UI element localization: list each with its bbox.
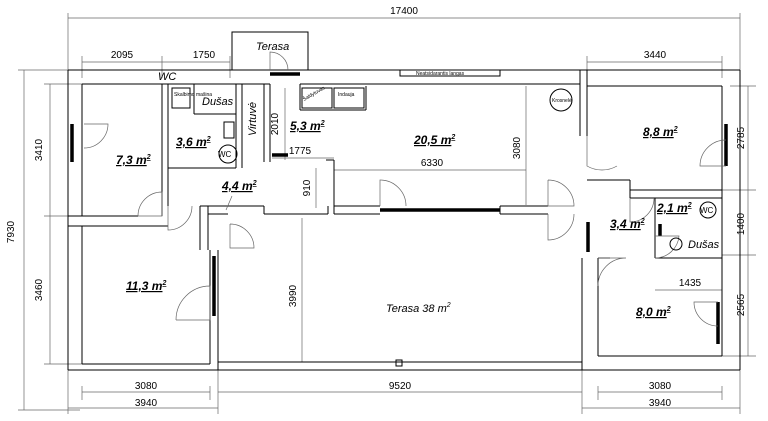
label-shower-left: Dušas	[202, 96, 234, 108]
doors	[83, 51, 727, 327]
fixed-window-frame	[399, 69, 501, 77]
sink-icon	[223, 121, 235, 139]
dim-right-wc-width: 1435	[679, 278, 702, 289]
label-fixed-window: Neatsidarantis langas	[416, 71, 465, 77]
area-kitchen: 5,3 m2	[290, 119, 325, 133]
label-washing-machine: Skalbimo mašina	[174, 92, 212, 98]
label-fireplace: Krosnelė	[552, 98, 572, 104]
dim-bottom-left-width: 3080	[135, 381, 158, 392]
area-room-bottom-right: 8,0 m2	[636, 305, 671, 319]
area-labels: 7,3 m2 3,6 m2 5,3 m2 20,5 m2 4,4 m2 11,3…	[116, 119, 692, 319]
dim-bottom-right-width: 3080	[649, 381, 672, 392]
dimension-lines	[18, 13, 756, 414]
area-bath-left: 3,6 m2	[176, 135, 211, 149]
dim-total-width: 17400	[390, 6, 418, 17]
dim-hall-width: 1775	[289, 146, 312, 157]
area-hall-right: 3,4 m2	[610, 217, 645, 231]
dim-top-left-room-width: 2095	[111, 50, 134, 61]
area-wc-right: 2,1 m2	[656, 201, 692, 215]
label-wc-right-icon: WC	[700, 206, 714, 215]
washing-machine-icon	[171, 87, 191, 109]
fridge-icon	[301, 87, 333, 109]
cabinet-icon	[333, 87, 365, 109]
area-hall: 4,4 m2	[221, 179, 257, 193]
label-kitchen: Virtuvė	[247, 102, 259, 136]
toilet-left-icon	[218, 144, 238, 164]
label-terrace-main: Terasa 38 m2	[386, 302, 451, 315]
dim-right-bottom-height: 2565	[736, 293, 747, 316]
label-shower-right: Dušas	[688, 239, 720, 251]
dim-hall-height: 910	[302, 179, 313, 196]
toilet-right-icon	[699, 201, 717, 219]
dim-top-right-room-width: 3440	[644, 50, 667, 61]
label-fridge: Šaldytuvas	[302, 84, 327, 103]
area-room-top-left: 7,3 m2	[116, 153, 151, 167]
dim-terrace-depth: 3990	[288, 284, 299, 307]
dim-right-top-height: 2785	[736, 126, 747, 149]
area-room-bottom-left: 11,3 m2	[126, 279, 166, 293]
dim-kitchen-height: 2010	[270, 112, 281, 135]
dim-bath-width: 1750	[193, 50, 216, 61]
dim-terrace-width: 9520	[389, 381, 412, 392]
dim-right-mid-height: 1400	[736, 212, 747, 235]
dim-corridor-length: 6330	[421, 158, 444, 169]
label-dishwasher: Indaujа	[338, 92, 355, 98]
dim-bottom-right-outer: 3940	[649, 398, 672, 409]
windows	[70, 72, 728, 344]
fixtures	[171, 69, 717, 251]
shower-drain-icon	[669, 237, 683, 251]
dim-bottom-left-outer: 3940	[135, 398, 158, 409]
dim-living-height: 3080	[512, 136, 523, 159]
dim-left-bottom-height: 3460	[34, 278, 45, 301]
dim-total-height: 7930	[6, 220, 17, 243]
fireplace-icon	[549, 88, 573, 112]
area-living: 20,5 m2	[413, 133, 455, 147]
label-terrace-top: Terasa	[256, 41, 289, 53]
area-room-top-right: 8,8 m2	[643, 125, 678, 139]
dim-left-top-height: 3410	[34, 138, 45, 161]
label-wc-top: WC	[158, 71, 176, 83]
label-wc-left-icon: WC	[218, 150, 232, 159]
